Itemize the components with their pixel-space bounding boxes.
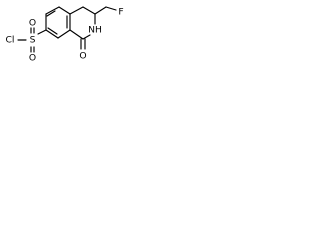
atom-label-o-carbonyl: O: [79, 51, 86, 62]
atom-label-o-bottom: O: [29, 53, 36, 64]
benzene-ring: [45, 6, 71, 39]
sulfonyl-chloride-group: [17, 27, 47, 53]
bond-c4-c3: [82, 6, 96, 15]
atom-label-s: S: [30, 35, 36, 46]
bond-ring-c7-c8-inner: [47, 27, 58, 35]
chemical-structure-diagram: Cl S O O F NH O: [6, 6, 124, 64]
bond-c1-c8a: [69, 29, 84, 40]
atom-label-cl: Cl: [6, 35, 15, 46]
bond-n-c1: [82, 34, 91, 40]
bond-c7-s: [37, 29, 47, 35]
carbonyl-group: [80, 38, 86, 50]
atom-label-f: F: [118, 7, 123, 18]
bond-ring-c4a-c5: [58, 6, 71, 15]
bond-ring-c7-c8: [45, 29, 59, 39]
lactam-ring: [69, 6, 96, 40]
bond-c3-ch2: [94, 6, 107, 15]
atom-label-o-top: O: [29, 18, 36, 29]
bond-ring-c8-c8a: [57, 29, 71, 39]
bond-c4a-c4: [69, 6, 84, 15]
bond-ch2-f: [105, 6, 117, 11]
bond-ring-c5-c6: [45, 6, 60, 15]
fluoromethyl-group: [94, 6, 117, 15]
atom-label-nh: NH: [88, 25, 102, 36]
bond-ring-c6-c6-inner: [46, 10, 56, 17]
